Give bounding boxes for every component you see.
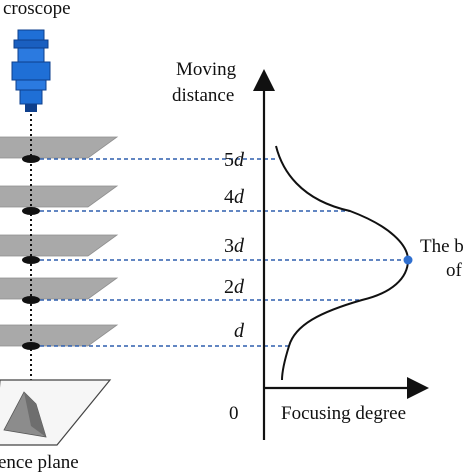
focal-plane-3 xyxy=(0,234,119,257)
focus-marker-1 xyxy=(22,342,40,350)
microscope-label: croscope xyxy=(3,0,71,19)
tick-label-3d: 3d xyxy=(224,235,245,257)
tick-label-5d: 5d xyxy=(224,149,245,171)
best-focus-label-line2: of xyxy=(446,260,463,281)
focal-planes xyxy=(0,136,119,347)
focus-marker-4 xyxy=(22,207,40,215)
tick-label-4d: 4d xyxy=(224,186,245,208)
origin-label: 0 xyxy=(229,403,239,424)
reference-plane-label: ence plane xyxy=(0,452,79,473)
tick-label-d: d xyxy=(234,320,245,342)
reference-plane xyxy=(0,379,112,446)
focusing-curve xyxy=(275,145,410,381)
moving-distance-label-line1: Moving xyxy=(176,59,237,80)
tick-label-2d: 2d xyxy=(224,276,245,298)
focusing-degree-label: Focusing degree xyxy=(281,403,406,424)
microscope-icon xyxy=(11,29,51,112)
focus-marker-3 xyxy=(22,256,40,264)
focus-marker-5 xyxy=(22,155,40,163)
focal-plane-5 xyxy=(0,136,119,159)
focal-plane-2 xyxy=(0,277,119,300)
focus-markers xyxy=(22,155,40,350)
focus-marker-2 xyxy=(22,296,40,304)
best-focus-label-line1: The b xyxy=(420,236,464,257)
focal-plane-4 xyxy=(0,185,119,208)
projection-lines xyxy=(40,158,408,347)
moving-distance-label-line2: distance xyxy=(172,85,234,106)
focal-plane-1 xyxy=(0,324,119,347)
best-focus-point xyxy=(403,255,413,265)
